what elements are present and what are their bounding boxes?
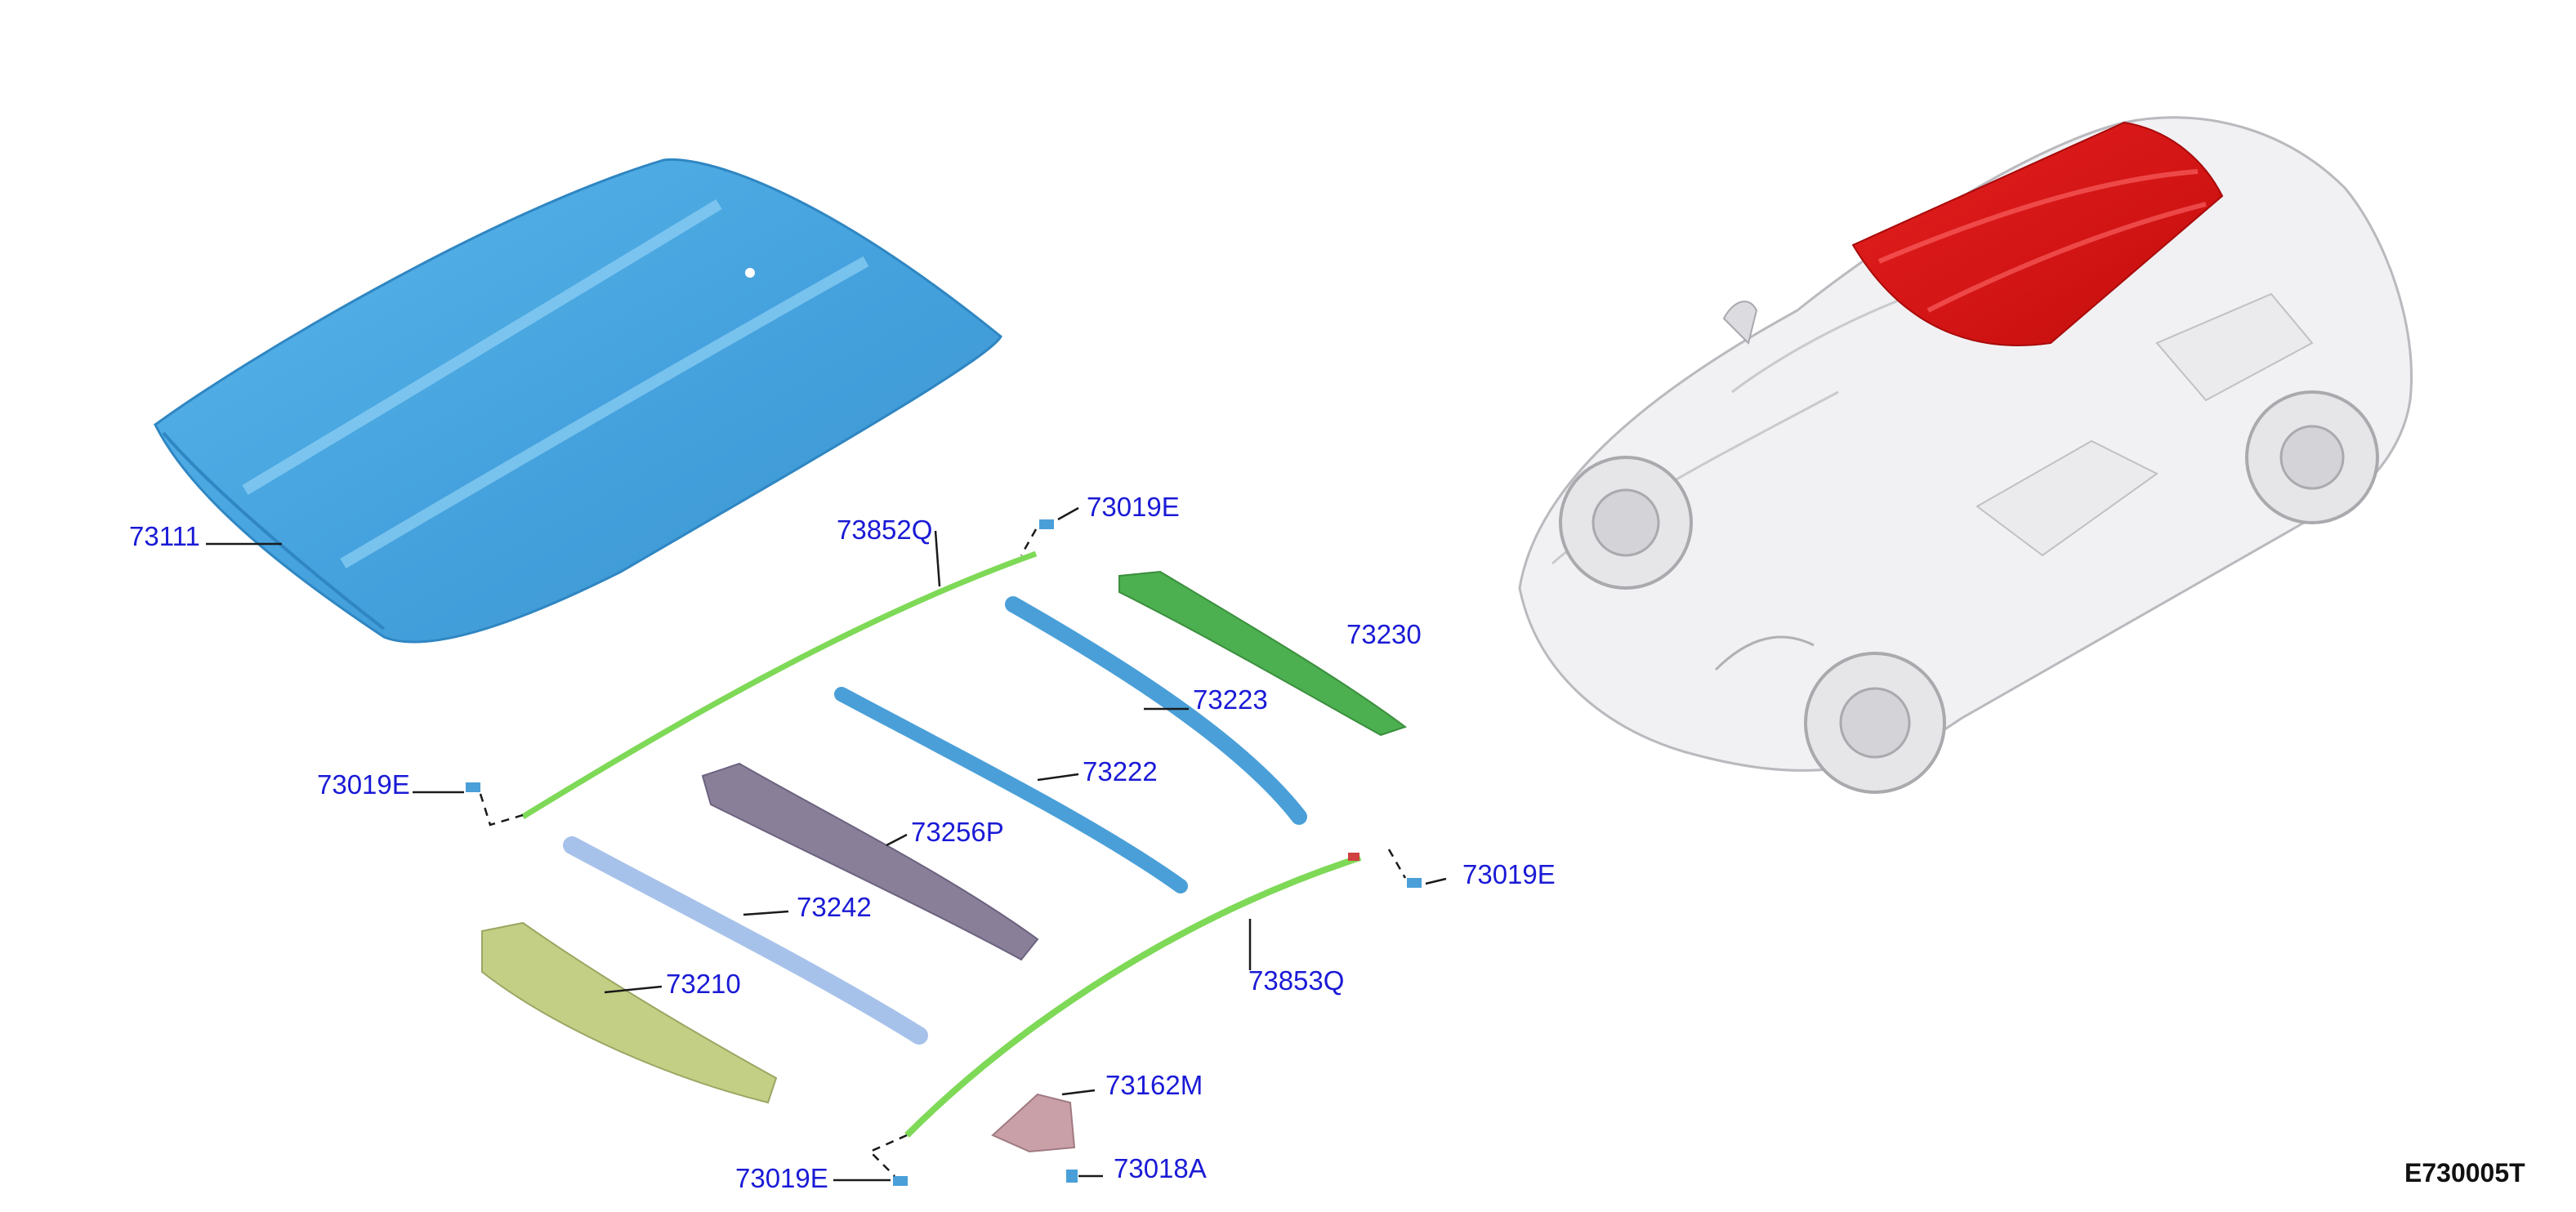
roof-bow-73223 <box>1005 596 1307 825</box>
callout-73256p[interactable]: 73256P <box>911 817 1004 847</box>
rear-roof-bow <box>1118 570 1408 737</box>
front-roof-header <box>481 921 778 1104</box>
callout-73853q[interactable]: 73853Q <box>1248 965 1345 996</box>
callout-73019e-bottom[interactable]: 73019E <box>735 1163 828 1193</box>
left-roof-rail <box>521 550 1038 819</box>
right-roof-rail <box>904 854 1362 1138</box>
clip-icon <box>1407 878 1422 888</box>
clip-icon <box>893 1176 908 1186</box>
clip-icon <box>1039 519 1054 529</box>
diagram-code: E730005T <box>2404 1158 2525 1187</box>
callout-73852q[interactable]: 73852Q <box>837 515 933 545</box>
callout-73162m[interactable]: 73162M <box>1105 1070 1203 1100</box>
vehicle-illustration <box>1518 116 2413 794</box>
callout-73111[interactable]: 73111 <box>129 521 200 551</box>
callout-73242[interactable]: 73242 <box>797 892 872 922</box>
roof-bow-73222 <box>834 687 1188 893</box>
callout-73222[interactable]: 73222 <box>1083 756 1158 786</box>
roof-panel <box>154 158 1002 644</box>
callout-73210[interactable]: 73210 <box>666 969 741 999</box>
clip-icon <box>466 782 480 792</box>
callout-73019e-top[interactable]: 73019E <box>1087 492 1180 522</box>
roof-reinforcement <box>701 762 1039 961</box>
callout-73230[interactable]: 73230 <box>1346 619 1422 649</box>
roof-bracket <box>991 1093 1076 1153</box>
callout-73019e-left[interactable]: 73019E <box>317 769 410 800</box>
rail-end-cap <box>1348 853 1359 861</box>
leader-lines <box>206 506 1447 1182</box>
clip-icon <box>1066 1170 1078 1183</box>
callout-73019e-right[interactable]: 73019E <box>1462 859 1556 889</box>
callout-73223[interactable]: 73223 <box>1193 684 1268 715</box>
callout-73018a[interactable]: 73018A <box>1114 1153 1207 1183</box>
roof-bow-73242 <box>563 836 928 1045</box>
